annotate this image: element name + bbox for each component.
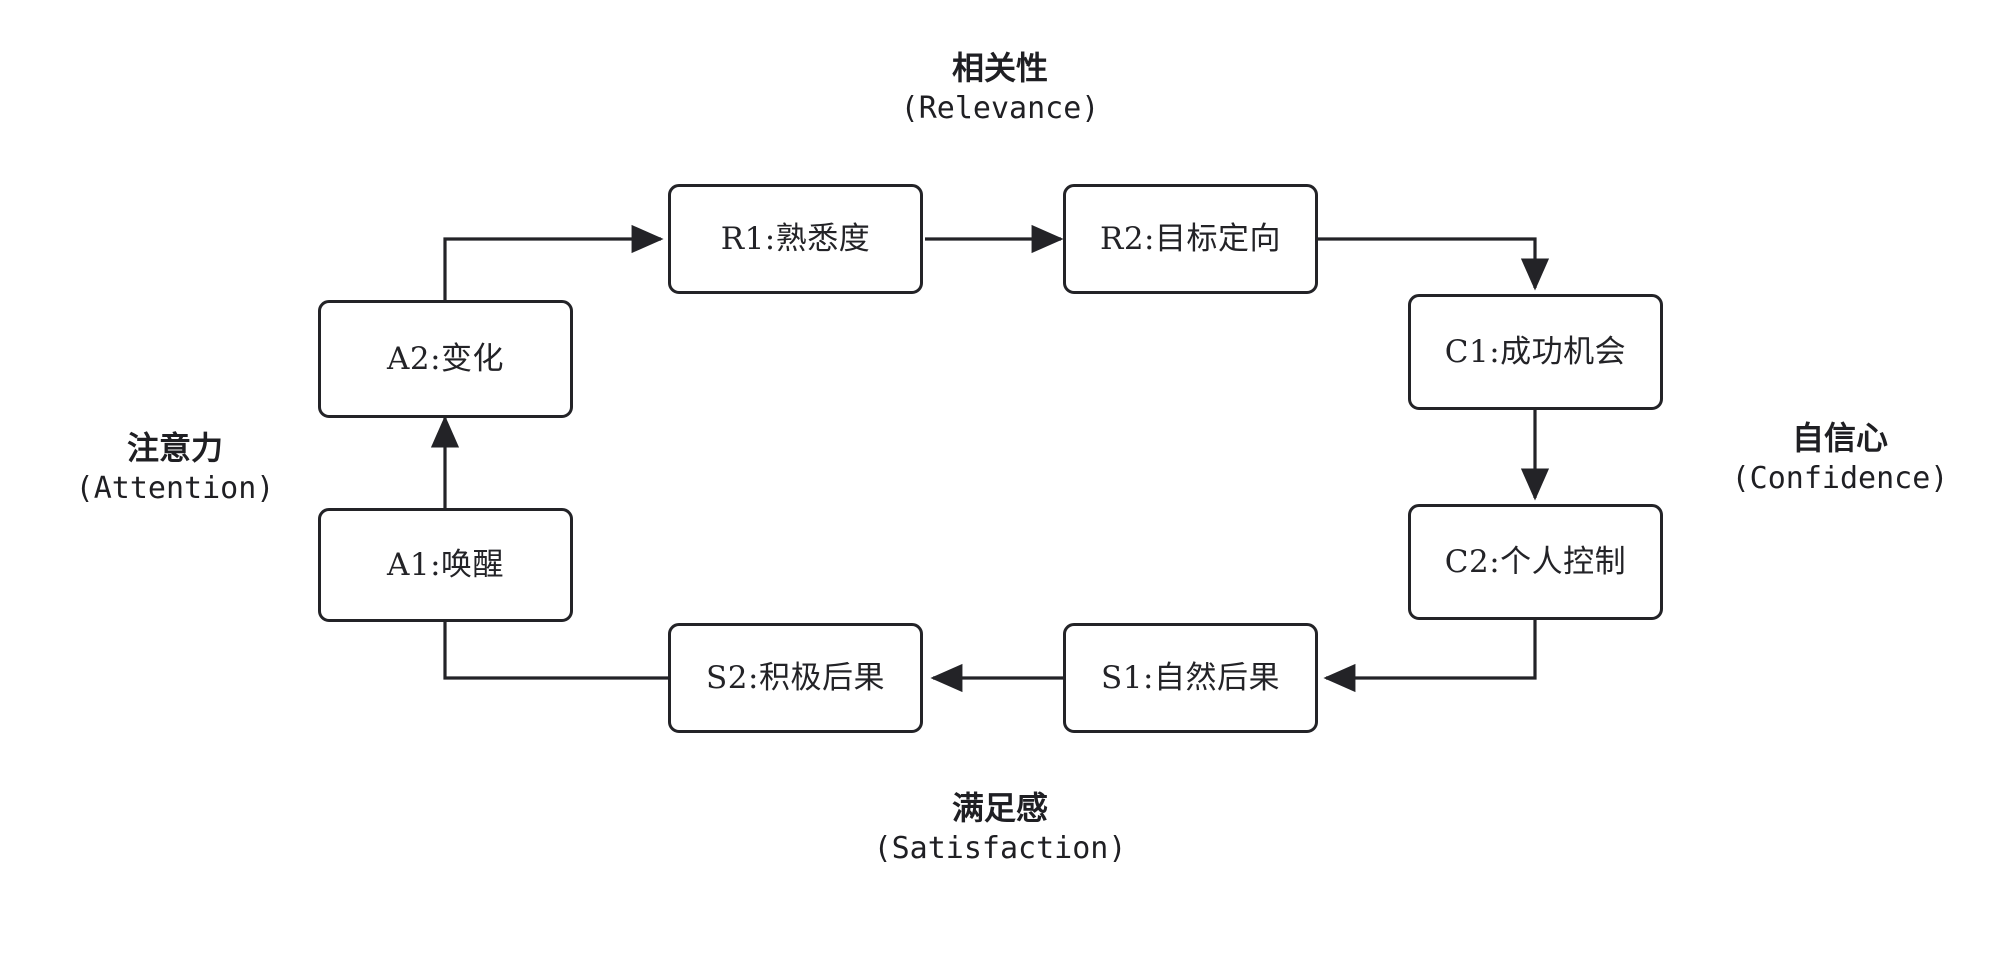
group-label-confidence: 自信心 (Confidence): [1690, 418, 1990, 498]
node-a1[interactable]: A1:唤醒: [318, 508, 573, 622]
edge-a2-to-r1: [443, 224, 664, 300]
node-c2[interactable]: C2:个人控制: [1408, 504, 1663, 620]
node-r2[interactable]: R2:目标定向: [1063, 184, 1318, 294]
group-label-satisfaction: 满足感 (Satisfaction): [795, 788, 1205, 868]
node-a2-label: A2:变化: [386, 340, 505, 377]
group-label-attention-en: (Attention): [75, 470, 275, 506]
group-label-confidence-cn: 自信心: [1791, 419, 1888, 457]
node-r1-label: R1:熟悉度: [720, 220, 871, 257]
group-label-satisfaction-en: (Satisfaction): [873, 830, 1127, 866]
node-s1[interactable]: S1:自然后果: [1063, 623, 1318, 733]
group-label-attention: 注意力 (Attention): [30, 428, 320, 508]
group-label-relevance-cn: 相关性: [951, 49, 1048, 87]
group-label-attention-cn: 注意力: [126, 429, 223, 467]
group-label-relevance-en: (Relevance): [900, 90, 1100, 126]
node-c2-label: C2:个人控制: [1444, 543, 1627, 580]
node-r2-label: R2:目标定向: [1099, 220, 1281, 257]
edge-c2-to-s1: [1323, 620, 1537, 693]
node-a2[interactable]: A2:变化: [318, 300, 573, 418]
node-a1-label: A1:唤醒: [386, 546, 505, 583]
group-label-relevance: 相关性 (Relevance): [795, 48, 1205, 128]
node-c1-label: C1:成功机会: [1444, 333, 1627, 370]
node-s1-label: S1:自然后果: [1101, 659, 1280, 696]
edge-r2-to-c1: [1318, 237, 1550, 291]
edge-s2-to-a1: [443, 622, 668, 680]
node-c1[interactable]: C1:成功机会: [1408, 294, 1663, 410]
node-s2-label: S2:积极后果: [706, 659, 885, 696]
group-label-satisfaction-cn: 满足感: [951, 789, 1048, 827]
node-s2[interactable]: S2:积极后果: [668, 623, 923, 733]
node-r1[interactable]: R1:熟悉度: [668, 184, 923, 294]
group-label-confidence-en: (Confidence): [1731, 460, 1949, 496]
